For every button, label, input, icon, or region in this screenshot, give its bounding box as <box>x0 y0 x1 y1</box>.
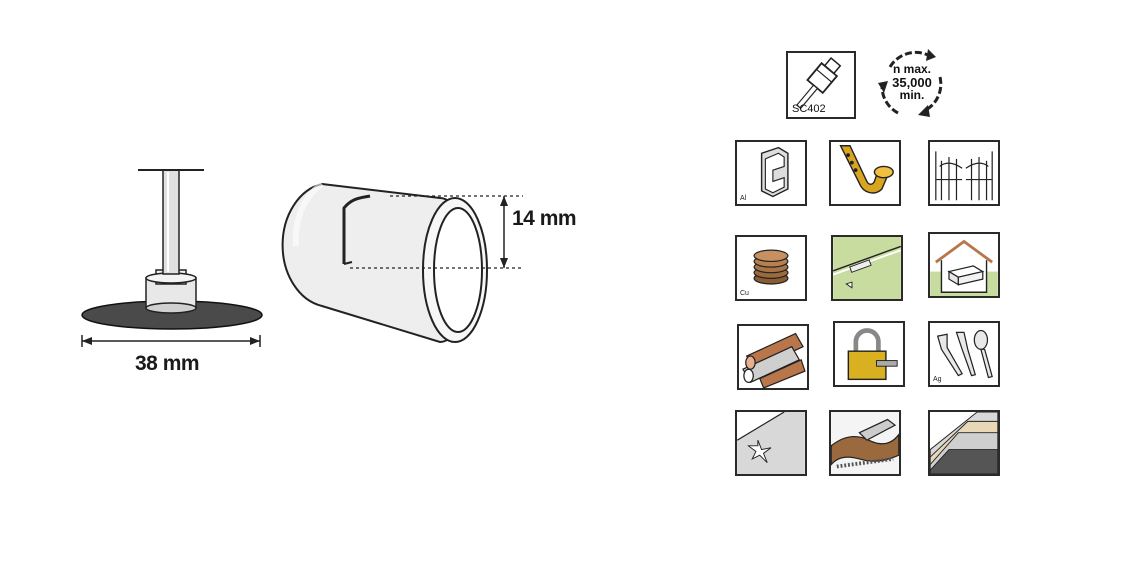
iron-gate-icon <box>935 151 993 201</box>
house-material-icon <box>930 239 998 296</box>
material-layers-icon <box>930 412 998 474</box>
rotation-arrows-icon <box>878 49 943 117</box>
speed-badge: n max. 35,000 min. <box>876 47 948 119</box>
tile-home <box>928 232 1000 298</box>
sanding-band <box>281 181 488 344</box>
tile-copper: Cu <box>735 235 807 301</box>
product-drawing <box>81 169 523 347</box>
fibreglass-panel-icon <box>833 237 901 299</box>
tool-badge: SC402 <box>786 51 856 119</box>
aluminium-profile-icon <box>760 146 789 198</box>
padlock-icon <box>847 328 898 381</box>
pipes-icon <box>742 332 806 388</box>
speed-line-3: min. <box>899 88 925 102</box>
tile-lock <box>833 321 905 387</box>
tool-code: SC402 <box>792 103 826 115</box>
tile-fibreglass <box>831 235 903 301</box>
tile-silver: Ag <box>928 321 1000 387</box>
tile-pipes <box>737 324 809 390</box>
aluminium-code: Al <box>740 195 747 202</box>
mandrel-shaft <box>162 169 180 275</box>
tile-iron-gate <box>928 140 1000 206</box>
speed-line-2: 35,000 <box>892 75 932 90</box>
speed-line-1: n max. <box>892 62 931 76</box>
diameter-label: 38 mm <box>135 352 200 375</box>
tile-rust <box>829 410 901 476</box>
silver-code: Ag <box>933 376 942 383</box>
sheet-metal-icon <box>737 412 805 474</box>
tool-icon <box>796 57 842 110</box>
tile-brass <box>829 140 901 206</box>
rusty-profile-icon <box>831 412 899 474</box>
coins-icon <box>753 249 789 285</box>
height-label: 14 mm <box>512 207 577 230</box>
saxophone-icon <box>839 145 894 194</box>
cutlery-icon <box>936 329 993 379</box>
tile-sheet-metal <box>735 410 807 476</box>
copper-code: Cu <box>740 290 749 297</box>
tile-aluminium: Al <box>735 140 807 206</box>
tile-layers <box>928 410 1000 476</box>
